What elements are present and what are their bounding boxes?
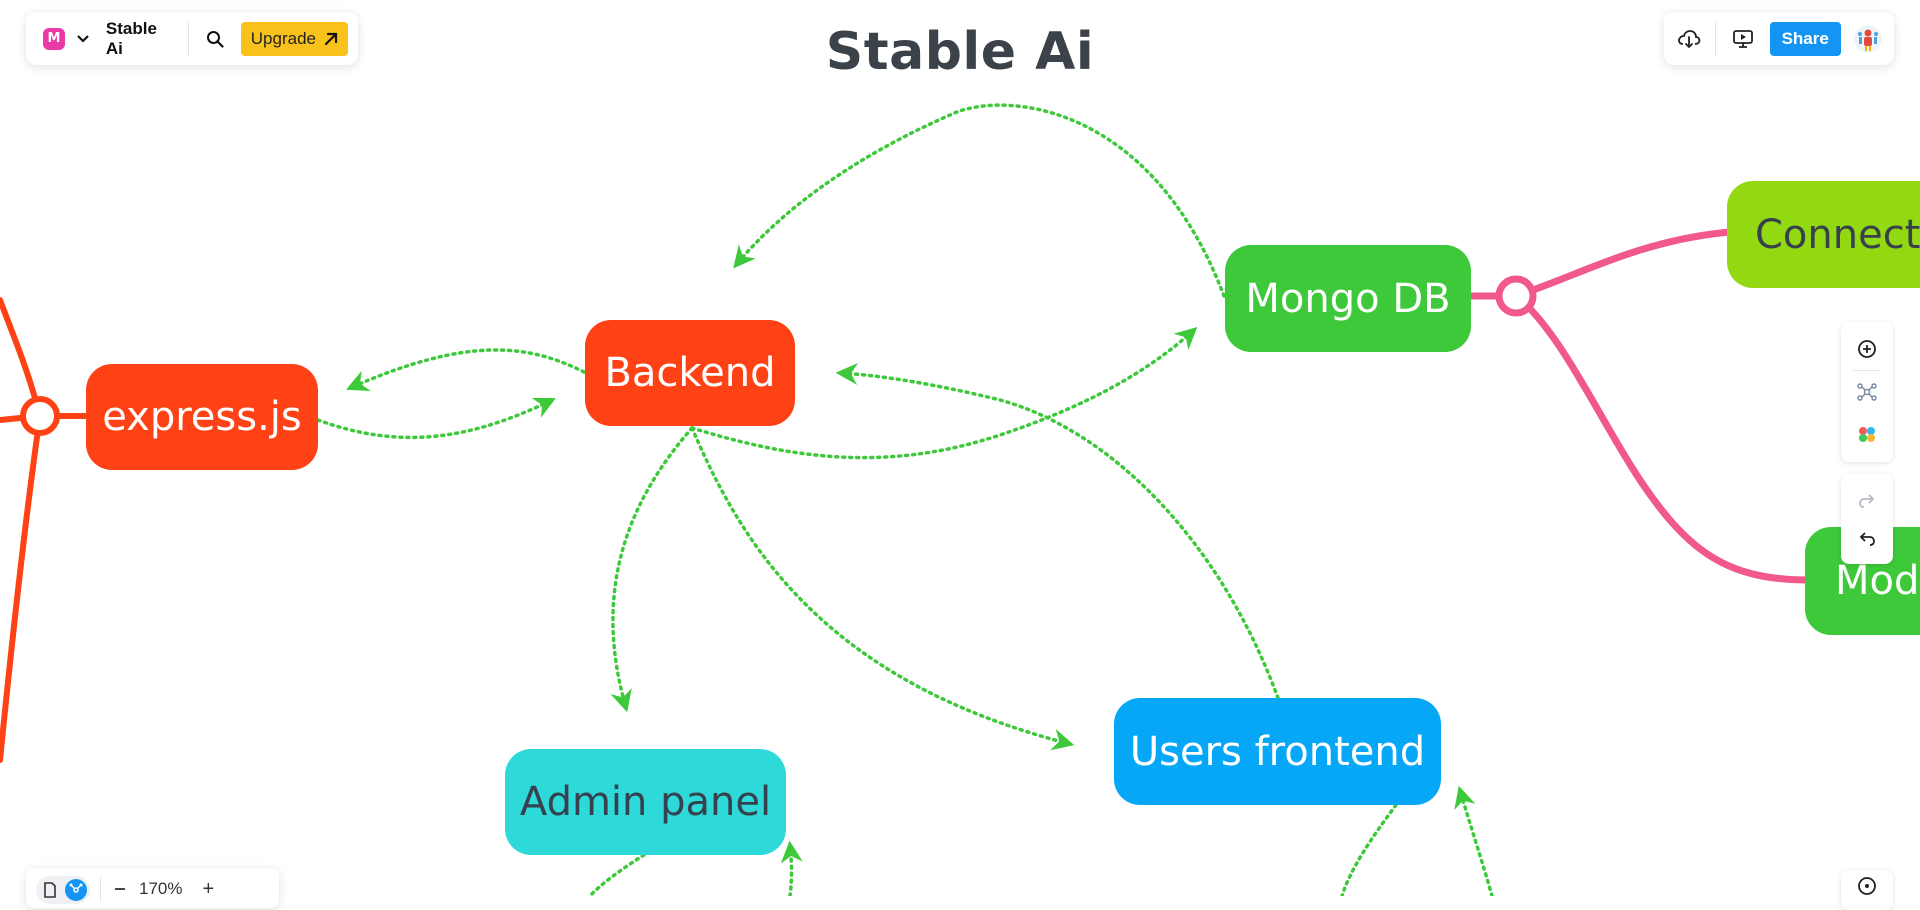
- zoom-out-button[interactable]: [111, 876, 129, 902]
- toolbar-divider: [1715, 21, 1717, 56]
- undo-button[interactable]: [1841, 520, 1893, 558]
- toolbar-divider: [187, 21, 189, 56]
- node-connect[interactable]: Connect.js: [1727, 181, 1920, 288]
- help-icon[interactable]: [1857, 876, 1877, 896]
- zoom-in-button[interactable]: +: [202, 878, 215, 900]
- link-in-users: [1454, 785, 1494, 896]
- link-express-backend: [316, 397, 556, 440]
- chevron-down-icon: [77, 34, 89, 43]
- mindmap-logo-icon: M: [42, 27, 65, 50]
- link-admin-out: [588, 853, 646, 896]
- redo-icon: [1859, 494, 1875, 508]
- upgrade-button[interactable]: Upgrade: [240, 21, 348, 56]
- branch-lines-left: [0, 297, 89, 763]
- theme-button[interactable]: [1841, 413, 1893, 455]
- top-right-toolbar: Share: [1664, 12, 1894, 65]
- link-backend-mongo: [690, 327, 1198, 460]
- undo-icon: [1859, 532, 1875, 546]
- mindmap-icon: [69, 883, 83, 893]
- link-backend-users: [690, 426, 1075, 751]
- share-button[interactable]: Share: [1769, 21, 1841, 56]
- view-mode-switch[interactable]: [36, 876, 90, 904]
- upgrade-label: Upgrade: [250, 28, 316, 48]
- search-button[interactable]: [199, 22, 231, 56]
- search-icon: [206, 30, 224, 48]
- history-panel: [1841, 474, 1893, 564]
- node-admin-panel[interactable]: Admin panel: [505, 749, 786, 855]
- node-mongo-db[interactable]: Mongo DB: [1225, 245, 1471, 352]
- node-users-frontend[interactable]: Users frontend: [1114, 698, 1441, 805]
- presentation-icon: [1733, 29, 1753, 48]
- download-button[interactable]: [1674, 22, 1703, 56]
- branch-joint-left[interactable]: [20, 396, 60, 436]
- color-palette-icon: [1859, 427, 1875, 442]
- right-tools-panel: [1841, 322, 1893, 462]
- minus-icon: [115, 888, 125, 890]
- mindmap-view-button[interactable]: [65, 879, 87, 901]
- board-title[interactable]: Stable Ai: [825, 22, 1095, 82]
- outline-view-button[interactable]: [39, 879, 61, 901]
- link-mongo-backend: [733, 103, 1226, 298]
- zoom-level[interactable]: 170%: [139, 879, 183, 898]
- help-panel: [1841, 870, 1893, 910]
- document-icon: [44, 882, 56, 898]
- present-button[interactable]: [1728, 22, 1757, 56]
- bottom-left-toolbar: 170% +: [26, 868, 279, 908]
- link-backend-admin: [610, 426, 694, 713]
- plus-circle-icon: [1858, 340, 1876, 358]
- menu-dropdown-button[interactable]: [76, 22, 90, 56]
- top-left-toolbar: M Stable Ai Upgrade: [26, 12, 358, 65]
- user-avatar[interactable]: [1853, 22, 1884, 56]
- avatar-icon: [1854, 24, 1883, 53]
- document-title[interactable]: Stable Ai: [105, 18, 157, 58]
- redo-button[interactable]: [1841, 482, 1893, 520]
- layout-icon: [1857, 383, 1877, 401]
- toolbar-divider: [100, 876, 101, 902]
- layout-button[interactable]: [1841, 371, 1893, 413]
- node-express[interactable]: express.js: [86, 364, 318, 470]
- relationship-links[interactable]: [316, 103, 1494, 896]
- node-backend[interactable]: Backend: [585, 320, 795, 426]
- arrow-up-right-icon: [324, 32, 338, 45]
- branch-joint-right[interactable]: [1495, 275, 1537, 317]
- app-logo-button[interactable]: M: [36, 22, 72, 56]
- add-node-button[interactable]: [1841, 328, 1893, 370]
- link-users-backend: [835, 362, 1280, 700]
- link-in-admin: [780, 840, 803, 896]
- cloud-download-icon: [1677, 29, 1700, 48]
- link-users-out: [1340, 803, 1398, 896]
- panel-divider: [1853, 370, 1881, 371]
- link-backend-express: [345, 348, 586, 391]
